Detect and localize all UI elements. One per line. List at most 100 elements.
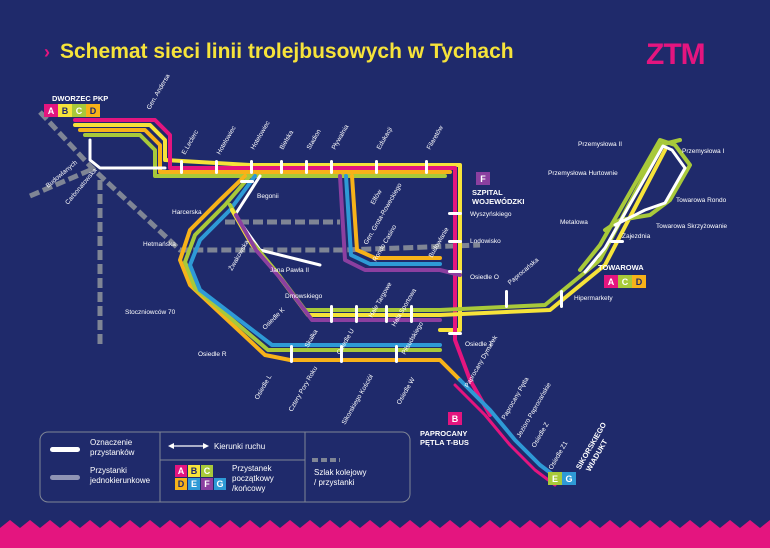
label-begonii: Begonii <box>257 193 279 200</box>
label-osiedle-w: Osiedle W <box>396 376 417 406</box>
svg-text:jednokierunkowe: jednokierunkowe <box>89 476 151 485</box>
stop-osiedle-u <box>355 305 358 323</box>
label-towarowa-skrzyzowanie: Towarowa Skrzyżowanie <box>656 223 728 230</box>
line-C-loop <box>578 138 692 272</box>
line-A-wiadukt <box>453 383 557 487</box>
legend-direction: Kierunki ruchu <box>214 442 265 451</box>
stop-lodowisko <box>448 240 462 243</box>
svg-text:WOJEWÓDZKI: WOJEWÓDZKI <box>472 197 525 206</box>
terminal-towarowa: TOWAROWA A C D <box>598 263 646 288</box>
stop-stadion <box>305 160 308 174</box>
svg-text:B: B <box>191 466 198 476</box>
svg-text:Szlak kolejowy: Szlak kolejowy <box>314 468 366 477</box>
svg-text:A: A <box>178 466 185 476</box>
svg-text:/końcowy: /końcowy <box>232 484 265 493</box>
label-jana-pawla: Jana Pawła II <box>270 267 309 274</box>
label-przemyslowa1: Przemysłowa I <box>682 148 724 155</box>
badge-A-text: A <box>48 106 55 116</box>
line-D-path <box>78 128 452 174</box>
chevron-right-icon: › <box>44 42 50 62</box>
label-towarowa-rondo: Towarowa Rondo <box>676 197 727 204</box>
svg-text:/ przystanki: / przystanki <box>314 478 355 487</box>
label-osiedle-o: Osiedle O <box>470 274 499 281</box>
label-hotelowiec2: Hotelowiec <box>250 119 272 151</box>
title-text: Schemat sieci linii trolejbusowych w Tyc… <box>60 40 514 63</box>
ztm-logo: ZTM <box>646 38 706 71</box>
stop-begonii <box>240 180 254 183</box>
terminal-paprocany: B PAPROCANY PĘTLA T-BUS <box>420 412 469 447</box>
label-metalowa: Metalowa <box>560 219 588 226</box>
label-przemyslowa2: Przemysłowa II <box>578 141 622 148</box>
stop-pilsudskiego <box>410 305 413 323</box>
svg-text:G: G <box>216 479 223 489</box>
label-elfow: Elfów <box>370 188 384 206</box>
svg-text:D: D <box>636 277 643 287</box>
line-C-south <box>183 174 442 352</box>
label-hipermarkety: Hipermarkety <box>574 295 613 302</box>
label-budowlanych: Budowlanych <box>45 159 79 189</box>
terminal-dworzec: DWORZEC PKP A B C D <box>44 94 108 117</box>
svg-text:PĘTLA T-BUS: PĘTLA T-BUS <box>420 438 469 447</box>
label-zajezdnia: Zajezdnia <box>622 233 651 240</box>
svg-text:D: D <box>178 479 185 489</box>
label-bielska: Bielska <box>279 129 296 151</box>
stop-hotelowiec1 <box>215 160 218 174</box>
terminal-towarowa-name: TOWAROWA <box>598 263 644 272</box>
stop-osiedle-w <box>395 345 398 363</box>
stop-markers <box>180 160 624 363</box>
line-E-wiadukt <box>458 378 562 482</box>
stop-edukacji <box>375 160 378 174</box>
legend: Oznaczenie przystanków Przystanki jednok… <box>39 431 411 503</box>
stop-wyszynskiego <box>448 212 462 215</box>
label-przemyslowa-hurtownie: Przemysłowa Hurtownie <box>548 170 618 177</box>
label-osiedle-l: Osiedle L <box>254 373 274 401</box>
stop-plywalnia <box>330 160 333 174</box>
label-osiedle-k: Osiedle K <box>261 306 286 331</box>
svg-text:D: D <box>90 106 97 116</box>
stop-hale-targowe <box>385 305 388 323</box>
stop-cztery-pory <box>290 345 293 363</box>
stop-osiedle-o <box>448 270 462 273</box>
svg-text:Przystanki: Przystanki <box>90 466 127 475</box>
svg-text:PAPROCANY: PAPROCANY <box>420 429 467 438</box>
badge-A <box>44 104 58 117</box>
line-A-path <box>73 118 492 417</box>
label-hotelowiec1: Hotelowiec <box>216 124 238 156</box>
terminal-szpital: F SZPITAL WOJEWÓDZKI <box>472 172 525 206</box>
legend-stop-icon <box>50 447 80 452</box>
label-lodowisko: Lodowisko <box>470 238 501 245</box>
label-harcerska: Harcerska <box>172 209 202 216</box>
label-gen-andersa: Gen. Andersa <box>146 73 172 111</box>
stop-skalka <box>330 305 333 323</box>
svg-text:F: F <box>480 174 486 184</box>
label-stoczniowcow: Stoczniowców 70 <box>125 309 176 316</box>
label-zwakowska: Żwakowska <box>226 238 251 272</box>
stop-sikorskiego <box>340 345 343 363</box>
line-loop-przemyslowa <box>583 144 687 274</box>
line-F-east <box>234 213 442 322</box>
label-cztery-pory: Cztery Pory Roku <box>288 365 320 413</box>
svg-text:G: G <box>565 474 572 484</box>
line-E-grota <box>344 174 442 266</box>
stop-e-leclerc <box>180 160 183 174</box>
svg-text:E: E <box>191 479 197 489</box>
label-budowlanie: Budowlanie <box>428 226 451 259</box>
label-sikorskiego: Sikorskiego Kościół <box>341 373 376 426</box>
label-paprocany-petla: Paprocany Pętla <box>501 376 531 421</box>
label-osiedle-r: Osiedle R <box>198 351 227 358</box>
svg-text:B: B <box>452 414 459 424</box>
label-e-leclerc: E.Leclerc <box>181 128 201 156</box>
bottom-zigzag <box>0 520 770 548</box>
direction-arrow-icon <box>168 443 209 449</box>
stop-zajezdnia <box>610 240 624 243</box>
label-osiedle-z1: Osiedle Z1 <box>548 440 570 471</box>
stop-filaretow <box>425 160 428 174</box>
label-dmowskiego: Dmowskiego <box>285 293 323 300</box>
line-loop-dworzec <box>88 138 167 170</box>
svg-text:C: C <box>204 466 211 476</box>
svg-text:B: B <box>62 106 69 116</box>
stop-hipermarkety <box>560 290 563 308</box>
svg-text:F: F <box>204 479 210 489</box>
label-paprocanska: Paprocańska <box>507 257 541 287</box>
